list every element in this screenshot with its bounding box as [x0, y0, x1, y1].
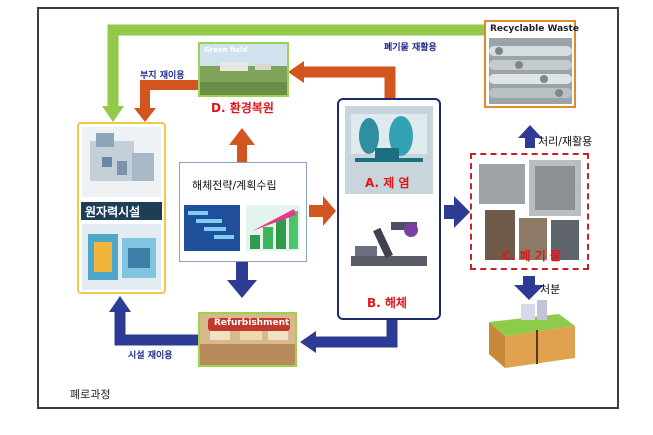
to-waste-arrow [444, 205, 456, 219]
disposal-label: 처분 [540, 283, 561, 296]
site-reuse-arrow [140, 80, 198, 112]
strategy-down-head [227, 280, 257, 298]
facility-title-bar [81, 202, 162, 220]
repository-image [489, 300, 575, 368]
strategy-right-head [323, 196, 336, 226]
decon-to-restore-arrow [300, 66, 396, 103]
to-disposal-arrow [523, 276, 535, 286]
green-field-label: Green field [204, 46, 248, 54]
to-recycle-arrow [525, 136, 535, 148]
decon-equipment-image [351, 114, 427, 162]
site-reuse-label: 부지 재이용 [140, 71, 185, 81]
waste-recycle-label: 폐기물 재활용 [384, 43, 437, 53]
reactor-building-image [82, 127, 161, 197]
planning-charts-image [184, 205, 300, 251]
facility-reuse-arrow [114, 308, 198, 346]
decon-label: A. 제 염 [365, 176, 410, 190]
waste-label: C. 폐 기 물 [502, 249, 562, 263]
to-disposal-head [514, 285, 544, 300]
green-field-image [200, 44, 287, 95]
strategy-up-arrow [237, 143, 247, 163]
to-refurb-arrow [312, 318, 398, 348]
strategy-down-arrow [236, 262, 248, 282]
refurbishment-photo: Refurbishment [198, 312, 297, 367]
recycle-arrow-head [102, 106, 124, 122]
decon-to-restore-head [288, 61, 304, 83]
facility-cutaway-image [82, 224, 161, 290]
site-reuse-head [134, 108, 156, 122]
caption: 폐로과정 [70, 388, 111, 401]
facility-reuse-label: 시설 재이용 [128, 351, 173, 361]
recycle-arrow [107, 24, 484, 110]
strategy-up-head [229, 128, 255, 145]
waste-box: C. 폐 기 물 [470, 153, 589, 270]
dismantle-robot-image [345, 218, 433, 276]
facility-label: 원자력시설 [85, 205, 141, 219]
facility-reuse-head [109, 296, 131, 312]
steel-pipes-image [489, 38, 572, 104]
dismantle-label: B. 해체 [367, 296, 407, 310]
refurbishment-label: Refurbishment [214, 318, 290, 328]
strategy-right-arrow [309, 205, 325, 217]
strategy-box: 해체전략/계획수립 [179, 162, 307, 262]
nuclear-facility-box: 원자력시설 [77, 122, 166, 294]
waste-containers-image [475, 158, 584, 265]
recyclable-waste-label: Recyclable Waste [490, 24, 579, 34]
restore-label: D. 환경복원 [211, 101, 274, 115]
to-waste-head [454, 196, 470, 228]
treat-recycle-label: 처리/재활용 [538, 135, 593, 148]
to-recycle-head [518, 125, 542, 138]
green-field-photo: Green field [198, 42, 289, 97]
refurbishment-banner [208, 318, 290, 331]
process-box: A. 제 염 B. 해체 [337, 98, 441, 320]
strategy-label: 해체전략/계획수립 [192, 179, 277, 192]
to-refurb-head [300, 331, 316, 353]
recyclable-waste-box: Recyclable Waste [484, 20, 579, 108]
